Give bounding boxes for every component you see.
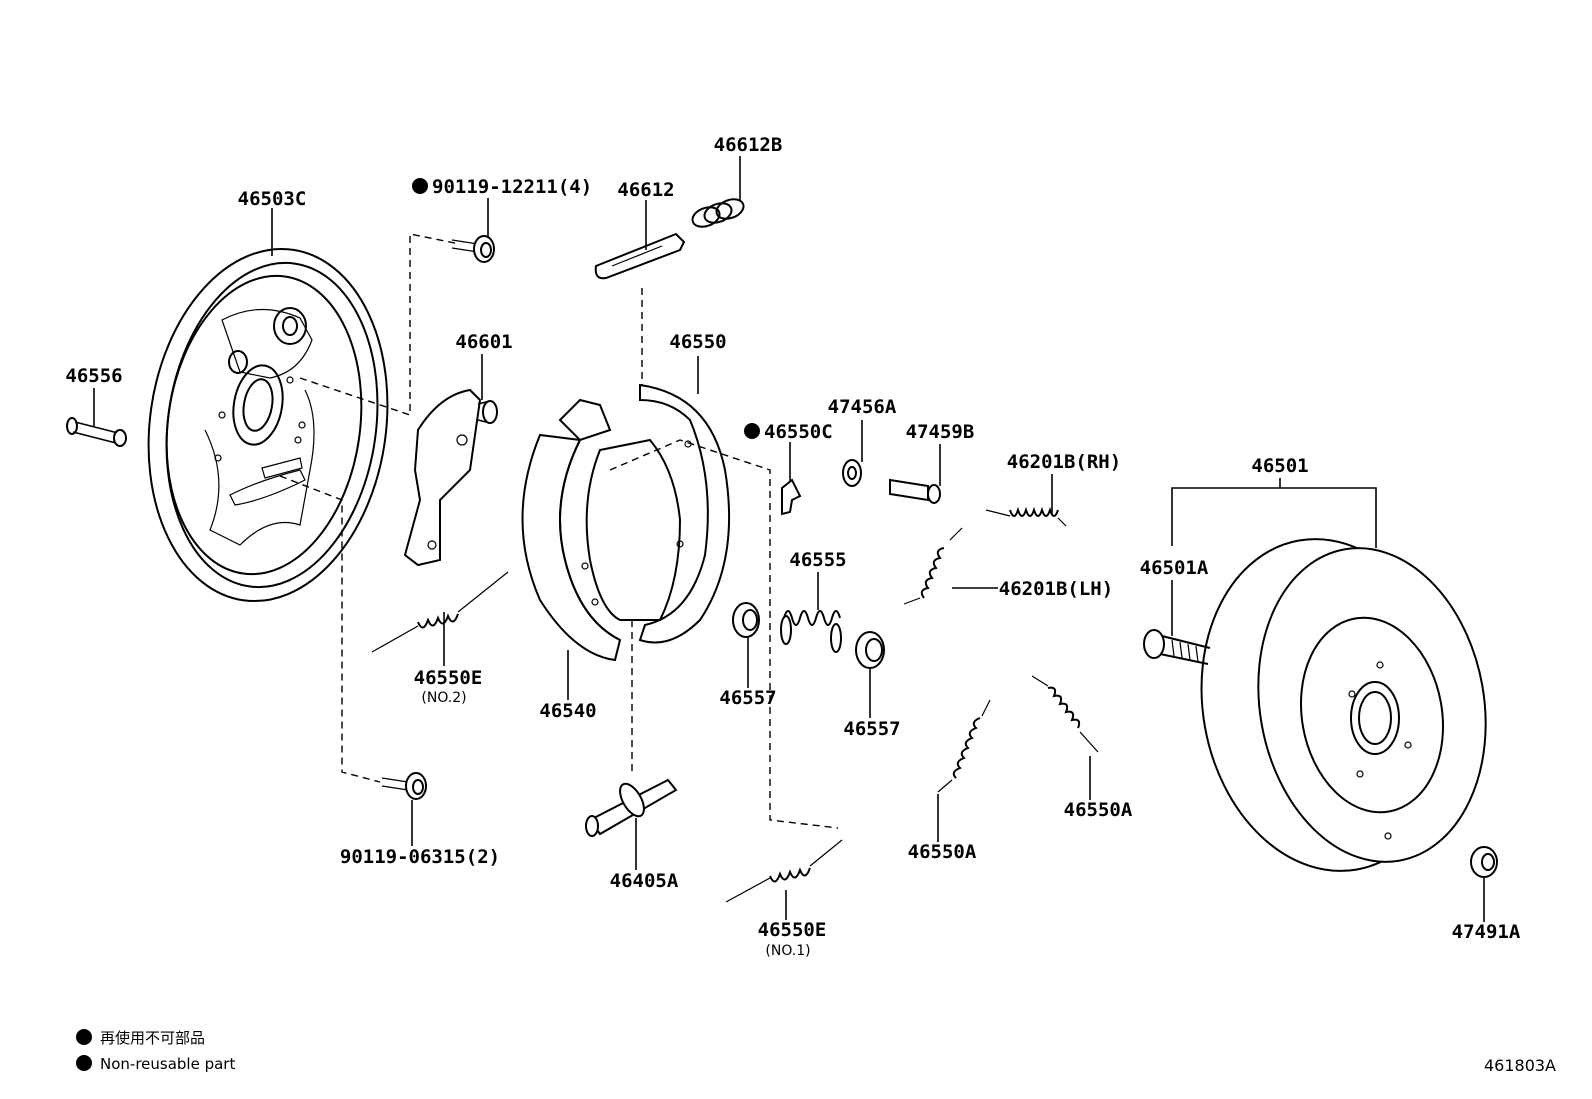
strut-46612-drawing <box>594 232 686 280</box>
washer-47456A-drawing <box>842 459 862 487</box>
legend: 再使用不可部品 Non-reusable part <box>76 1029 235 1073</box>
label-46556: 46556 <box>65 365 122 387</box>
note-46550E-no1: (NO.1) <box>765 943 810 959</box>
spring-46550A-b-drawing <box>1031 675 1099 753</box>
label-90119-06315: 90119-06315(2) <box>340 846 500 868</box>
label-46405A: 46405A <box>610 870 679 892</box>
label-46601: 46601 <box>455 331 512 353</box>
shoe-46540-drawing <box>521 398 622 662</box>
lever-46601-drawing <box>403 388 498 567</box>
spring-46550E-no1-drawing <box>725 839 843 903</box>
bolt-90119-12211-drawing <box>451 235 495 263</box>
non-reusable-bullet-icon <box>744 423 760 439</box>
cup-46557-b-drawing <box>855 631 885 669</box>
label-46550E-no1: 46550E <box>758 919 827 941</box>
legend-bullet-icon <box>76 1029 92 1045</box>
spring-46201B-RH-drawing <box>985 506 1067 527</box>
label-47459B: 47459B <box>906 421 975 443</box>
spring-46612B-drawing <box>691 198 745 228</box>
bolt-90119-06315-drawing <box>381 772 427 800</box>
spring-46555-drawing <box>780 610 842 653</box>
label-47491A: 47491A <box>1452 921 1521 943</box>
label-46555: 46555 <box>789 549 846 571</box>
adjuster-46405A-drawing <box>585 778 678 837</box>
drum-46501-drawing <box>1200 538 1487 872</box>
label-46557-a: 46557 <box>719 687 776 709</box>
nut-47491A-drawing <box>1470 846 1498 878</box>
label-46501: 46501 <box>1251 455 1308 477</box>
figure-reference: 461803A <box>1484 1056 1556 1075</box>
clip-46550C-drawing <box>781 478 802 516</box>
label-46612B: 46612B <box>714 134 783 156</box>
non-reusable-bullet-icon <box>412 178 428 194</box>
label-46550C: 46550C <box>764 421 833 443</box>
label-46550E-no2: 46550E <box>414 667 483 689</box>
cup-46557-a-drawing <box>732 602 760 638</box>
label-46550A-a: 46550A <box>908 841 977 863</box>
shoe-46550-drawing <box>581 383 731 644</box>
bolt-46501A-drawing <box>1143 629 1211 665</box>
label-46501A: 46501A <box>1140 557 1209 579</box>
label-47456A: 47456A <box>828 396 897 418</box>
legend-item-jp: 再使用不可部品 <box>100 1029 205 1047</box>
label-46612: 46612 <box>617 179 674 201</box>
label-46540: 46540 <box>539 700 596 722</box>
part-labels: 46503C 90119-12211(4) 46612 46612B 46556… <box>65 134 1520 959</box>
label-90119-12211: 90119-12211(4) <box>432 176 592 198</box>
leader-lines <box>93 156 1485 922</box>
label-46550A-b: 46550A <box>1064 799 1133 821</box>
label-46503C: 46503C <box>238 188 307 210</box>
label-46550: 46550 <box>669 331 726 353</box>
backing-plate-drawing <box>147 247 389 603</box>
legend-bullet-icon <box>76 1055 92 1071</box>
bolt-47459B-drawing <box>889 478 941 504</box>
spring-46550A-a-drawing <box>937 699 991 793</box>
label-46201B-LH: 46201B(LH) <box>999 578 1113 600</box>
pin-46556-drawing <box>66 417 127 447</box>
label-46201B-RH: 46201B(RH) <box>1007 451 1121 473</box>
spring-46550E-no2-drawing <box>371 571 509 653</box>
spring-46201B-LH-drawing <box>903 527 963 605</box>
legend-item-en: Non-reusable part <box>100 1055 235 1073</box>
note-46550E-no2: (NO.2) <box>421 690 466 706</box>
assembly-dashed-lines <box>279 233 839 829</box>
label-46557-b: 46557 <box>843 718 900 740</box>
